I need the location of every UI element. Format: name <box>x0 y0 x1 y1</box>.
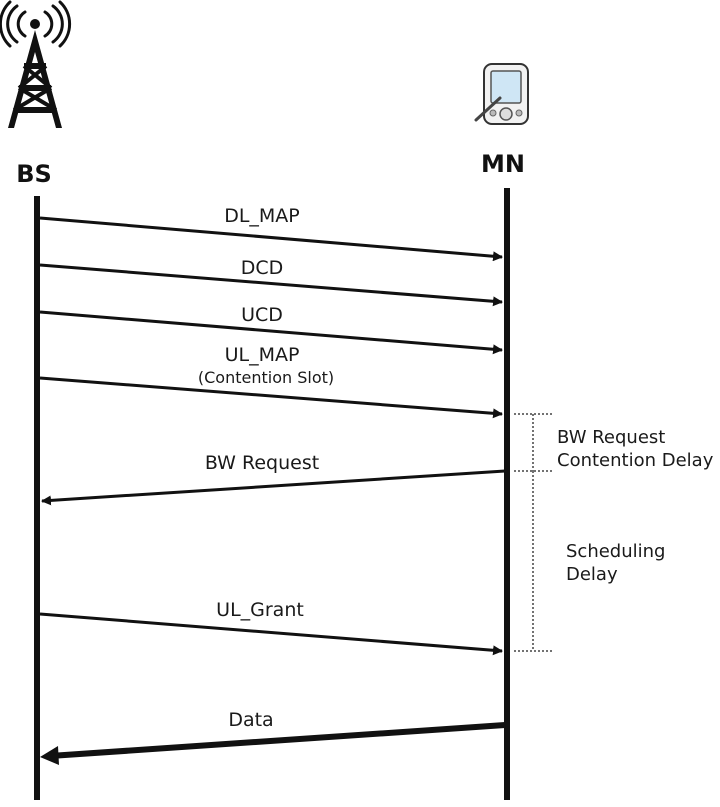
message-ul-map: UL_MAP (Contention Slot) <box>39 344 503 419</box>
scheduling-delay-label-line1: Scheduling <box>566 541 665 562</box>
mn-label: MN <box>481 150 525 178</box>
message-label: UL_MAP <box>225 344 300 366</box>
bs-label: BS <box>16 160 52 188</box>
message-label: BW Request <box>205 452 319 474</box>
message-bw-request: BW Request <box>41 452 506 506</box>
message-label: DCD <box>241 257 284 279</box>
scheduling-delay-label-line2: Delay <box>566 564 618 585</box>
bw-request-delay-label-line1: BW Request <box>557 427 665 448</box>
message-data: Data <box>40 709 506 765</box>
message-label: DL_MAP <box>224 205 300 227</box>
pda-device-icon <box>474 63 529 125</box>
message-sublabel: (Contention Slot) <box>198 368 334 387</box>
antenna-tower-icon <box>0 0 72 128</box>
message-label: UL_Grant <box>216 599 304 621</box>
message-ucd: UCD <box>39 304 503 355</box>
message-dcd: DCD <box>39 257 503 307</box>
message-label: Data <box>228 709 273 731</box>
message-label: UCD <box>241 304 283 326</box>
message-dl-map: DL_MAP <box>39 205 503 262</box>
bw-request-delay-label-line2: Contention Delay <box>557 450 714 471</box>
scheduling-delay-bracket <box>514 471 552 652</box>
message-ul-grant: UL_Grant <box>39 599 503 656</box>
bw-request-contention-delay-bracket <box>514 413 552 472</box>
